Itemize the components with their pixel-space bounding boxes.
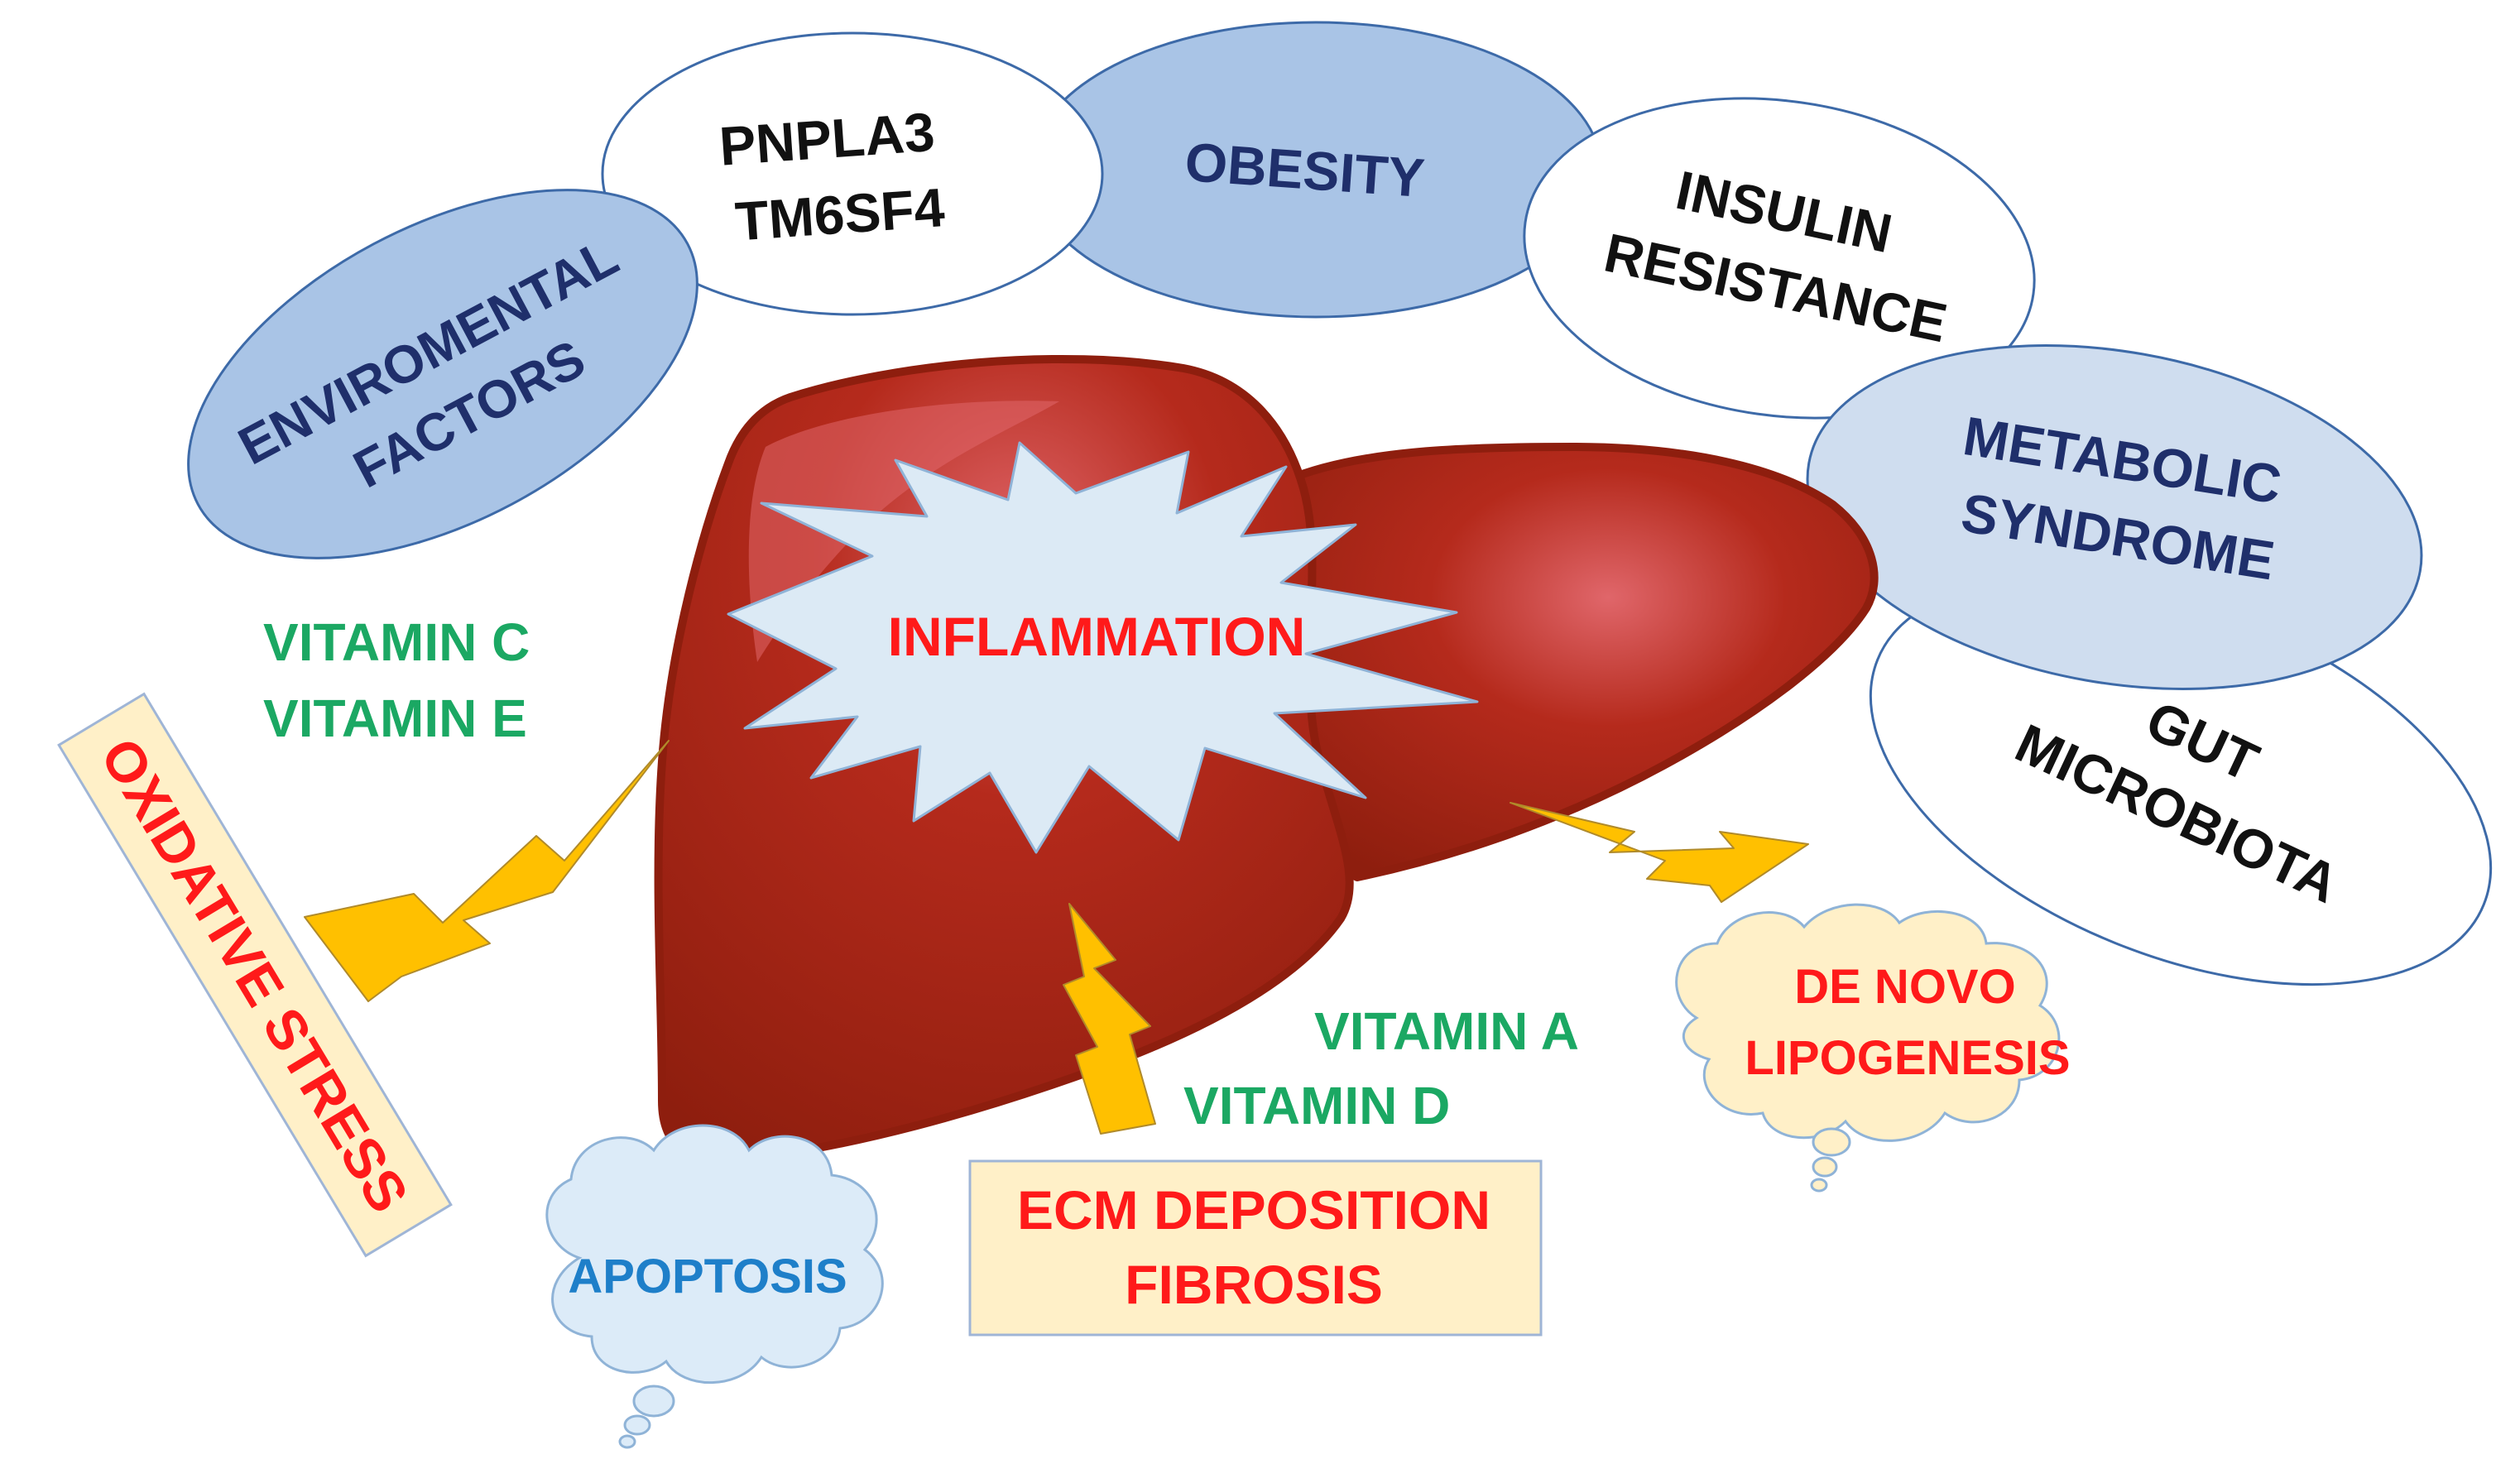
vitamin-a-label: VITAMIN A [1314,1001,1579,1061]
cloud-bubble [1810,1178,1828,1193]
vitamin-e-label: VITAMIN E [263,689,527,748]
cloud-bubble [1812,1127,1851,1157]
cloud-bubble [632,1385,675,1418]
lightning-bolt-icon [1063,903,1156,1135]
apoptosis-label: APOPTOSIS [568,1250,847,1303]
factor-oval-genes: PNPLA3 TM6SF4 [601,31,1104,316]
factor-label-genes: PNPLA3 TM6SF4 [718,99,958,252]
box-shape [57,692,453,1258]
lipogenesis-cloud [1675,903,2061,1142]
factor-oval-insulin: INSULIN RESISTANCE [1523,97,2036,420]
ecm-label: ECM DEPOSITION [1017,1179,1490,1241]
burst-shape [727,441,1479,854]
oval-shape [1523,97,2036,420]
apoptosis-cloud [545,1124,884,1385]
lightning-bolt-icon [1510,802,1809,903]
inflammation-label: INFLAMMATION [888,606,1306,667]
thought-cloud-icon: APOPTOSIS [545,1124,884,1449]
fibrosis-label: FIBROSIS [1125,1254,1383,1315]
vitamin-c-label: VITAMIN C [263,612,530,672]
box-shape [968,1159,1543,1337]
oval-shape [187,189,698,559]
ecm-fibrosis-box: ECM DEPOSITION FIBROSIS [968,1159,1543,1337]
lipogenesis-label: LIPOGENESIS [1745,1031,2070,1085]
factor-oval-obesity: OBESITY [1029,21,1603,319]
liver-right-lobe [1279,443,1879,881]
de-novo-label: DE NOVO [1794,960,2016,1014]
thought-cloud-icon: DE NOVO LIPOGENESIS [1675,903,2071,1193]
vitamin-d-label: VITAMIN D [1183,1076,1450,1135]
cloud-bubble [623,1414,651,1436]
inflammation-burst-icon: INFLAMMATION [727,441,1479,854]
oval-shape [1806,344,2423,690]
cloud-bubble [618,1434,636,1449]
factor-oval-gut: GUT MICROBIOTA [1869,578,2493,986]
liver-highlight [748,401,1059,662]
lightning-bolt-icon [304,740,670,1002]
cloud-bubble [1812,1156,1838,1178]
factor-oval-metabolic: METABOLIC SYNDROME [1806,344,2423,690]
oval-shape [601,31,1104,316]
